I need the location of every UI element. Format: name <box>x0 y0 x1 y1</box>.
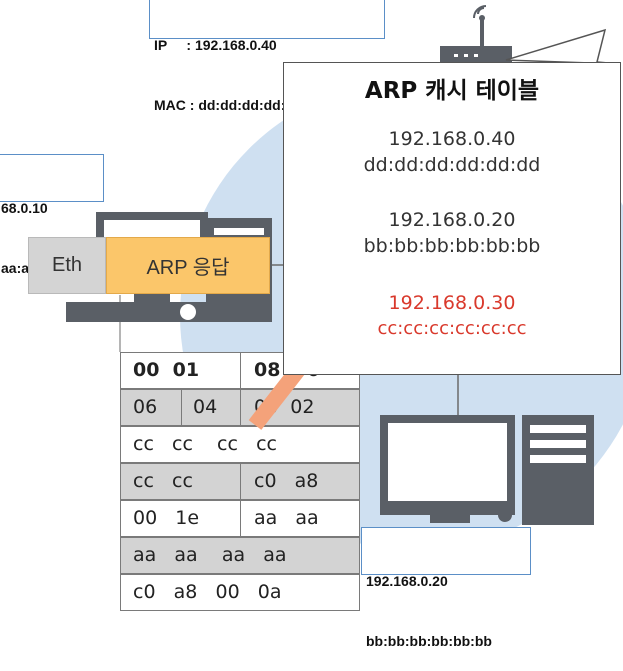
right-host-ip-text: 192.168.0.20 <box>366 573 448 589</box>
eth-label: Eth <box>51 254 83 276</box>
hex-cell: 00 01 <box>133 359 200 381</box>
router-icon <box>436 4 546 70</box>
hex-cell: 06 <box>133 396 158 418</box>
router-ip-text: IP : 192.168.0.40 <box>154 37 277 53</box>
cache-entry-ip: 192.168.0.20 <box>388 209 516 231</box>
cache-entry-mac: dd:dd:dd:dd:dd:dd <box>363 154 541 176</box>
cache-entry-mac-new: cc:cc:cc:cc:cc:cc <box>377 318 527 339</box>
left-host-ip-text: 68.0.10 <box>1 200 48 216</box>
hex-cell: c0 a8 <box>254 470 319 492</box>
hex-row: 06 04 00 02 <box>120 389 360 426</box>
hex-cell: aa aa aa aa <box>133 544 287 566</box>
hex-cell: c0 a8 00 0a <box>133 581 282 603</box>
hex-cell: 00 1e <box>133 507 200 529</box>
cache-entry-ip-new: 192.168.0.30 <box>388 292 516 314</box>
arp-cache-title: ARP 캐시 테이블 <box>364 78 540 104</box>
hex-cell: cc cc cc cc <box>133 433 277 455</box>
hex-cell: aa aa <box>254 507 319 529</box>
right-host-mac-text: bb:bb:bb:bb:bb:bb <box>366 633 492 649</box>
hex-row: cc cc cc cc <box>120 426 360 463</box>
hex-row: aa aa aa aa <box>120 537 360 574</box>
cache-entry-ip: 192.168.0.40 <box>388 128 516 150</box>
arp-reply-label: ARP 응답 <box>146 257 230 279</box>
arp-reply-block: ARP 응답 <box>106 237 270 294</box>
hex-cell: 04 <box>193 396 218 418</box>
cache-entry-mac: bb:bb:bb:bb:bb:bb <box>363 235 541 257</box>
hex-row: c0 a8 00 0a <box>120 574 360 611</box>
hex-row: cc cc c0 a8 <box>120 463 360 500</box>
hex-row: 00 1e aa aa <box>120 500 360 537</box>
hex-cell: cc cc <box>133 470 193 492</box>
arp-cache-table: ARP 캐시 테이블 192.168.0.40 dd:dd:dd:dd:dd:d… <box>283 62 621 375</box>
eth-header-block: Eth <box>28 237 106 294</box>
